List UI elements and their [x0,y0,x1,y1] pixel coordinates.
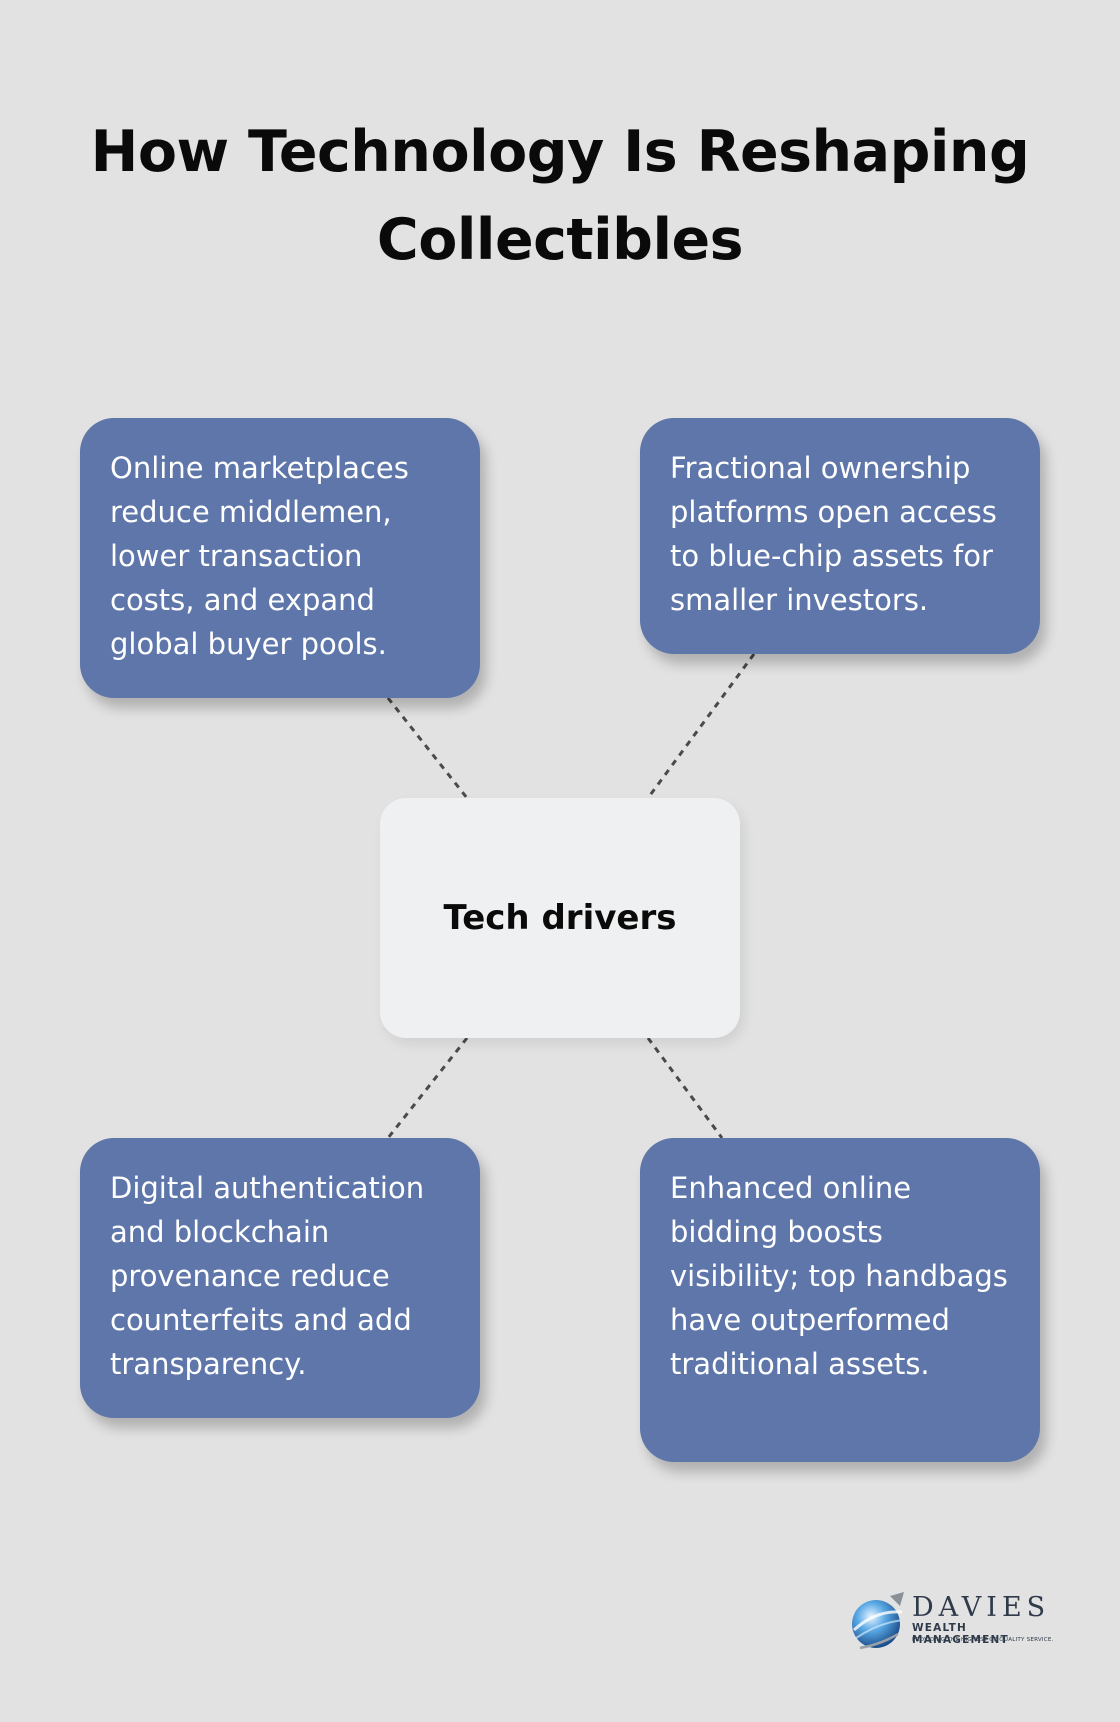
company-logo: DAVIES WEALTH MANAGEMENT PROVIDING THE H… [846,1590,1056,1652]
page-title: How Technology Is Reshaping Collectibles [90,119,1030,273]
card-text: Online marketplaces reduce middlemen, lo… [110,451,409,661]
card-text: Digital authentication and blockchain pr… [110,1171,425,1381]
card-digital-authentication: Digital authentication and blockchain pr… [80,1138,480,1418]
card-text: Enhanced online bidding boosts visibilit… [670,1171,1008,1381]
connector-bottom-right [646,1037,724,1139]
hub-label: Tech drivers [443,898,677,938]
globe-icon [852,1592,905,1650]
hub-node: Tech drivers [380,798,740,1038]
card-online-bidding: Enhanced online bidding boosts visibilit… [640,1138,1040,1462]
logo-subtitle: WEALTH MANAGEMENT [912,1622,1009,1646]
card-text: Fractional ownership platforms open acce… [670,451,997,617]
logo-name: DAVIES [912,1592,1051,1623]
logo-tagline: PROVIDING THE HIGHEST OF QUALITY SERVICE… [912,1637,1054,1643]
connector-bottom-left [386,1037,469,1139]
connector-top-left [386,697,469,799]
card-online-marketplaces: Online marketplaces reduce middlemen, lo… [80,418,480,698]
connector-top-right [646,653,756,799]
card-fractional-ownership: Fractional ownership platforms open acce… [640,418,1040,654]
